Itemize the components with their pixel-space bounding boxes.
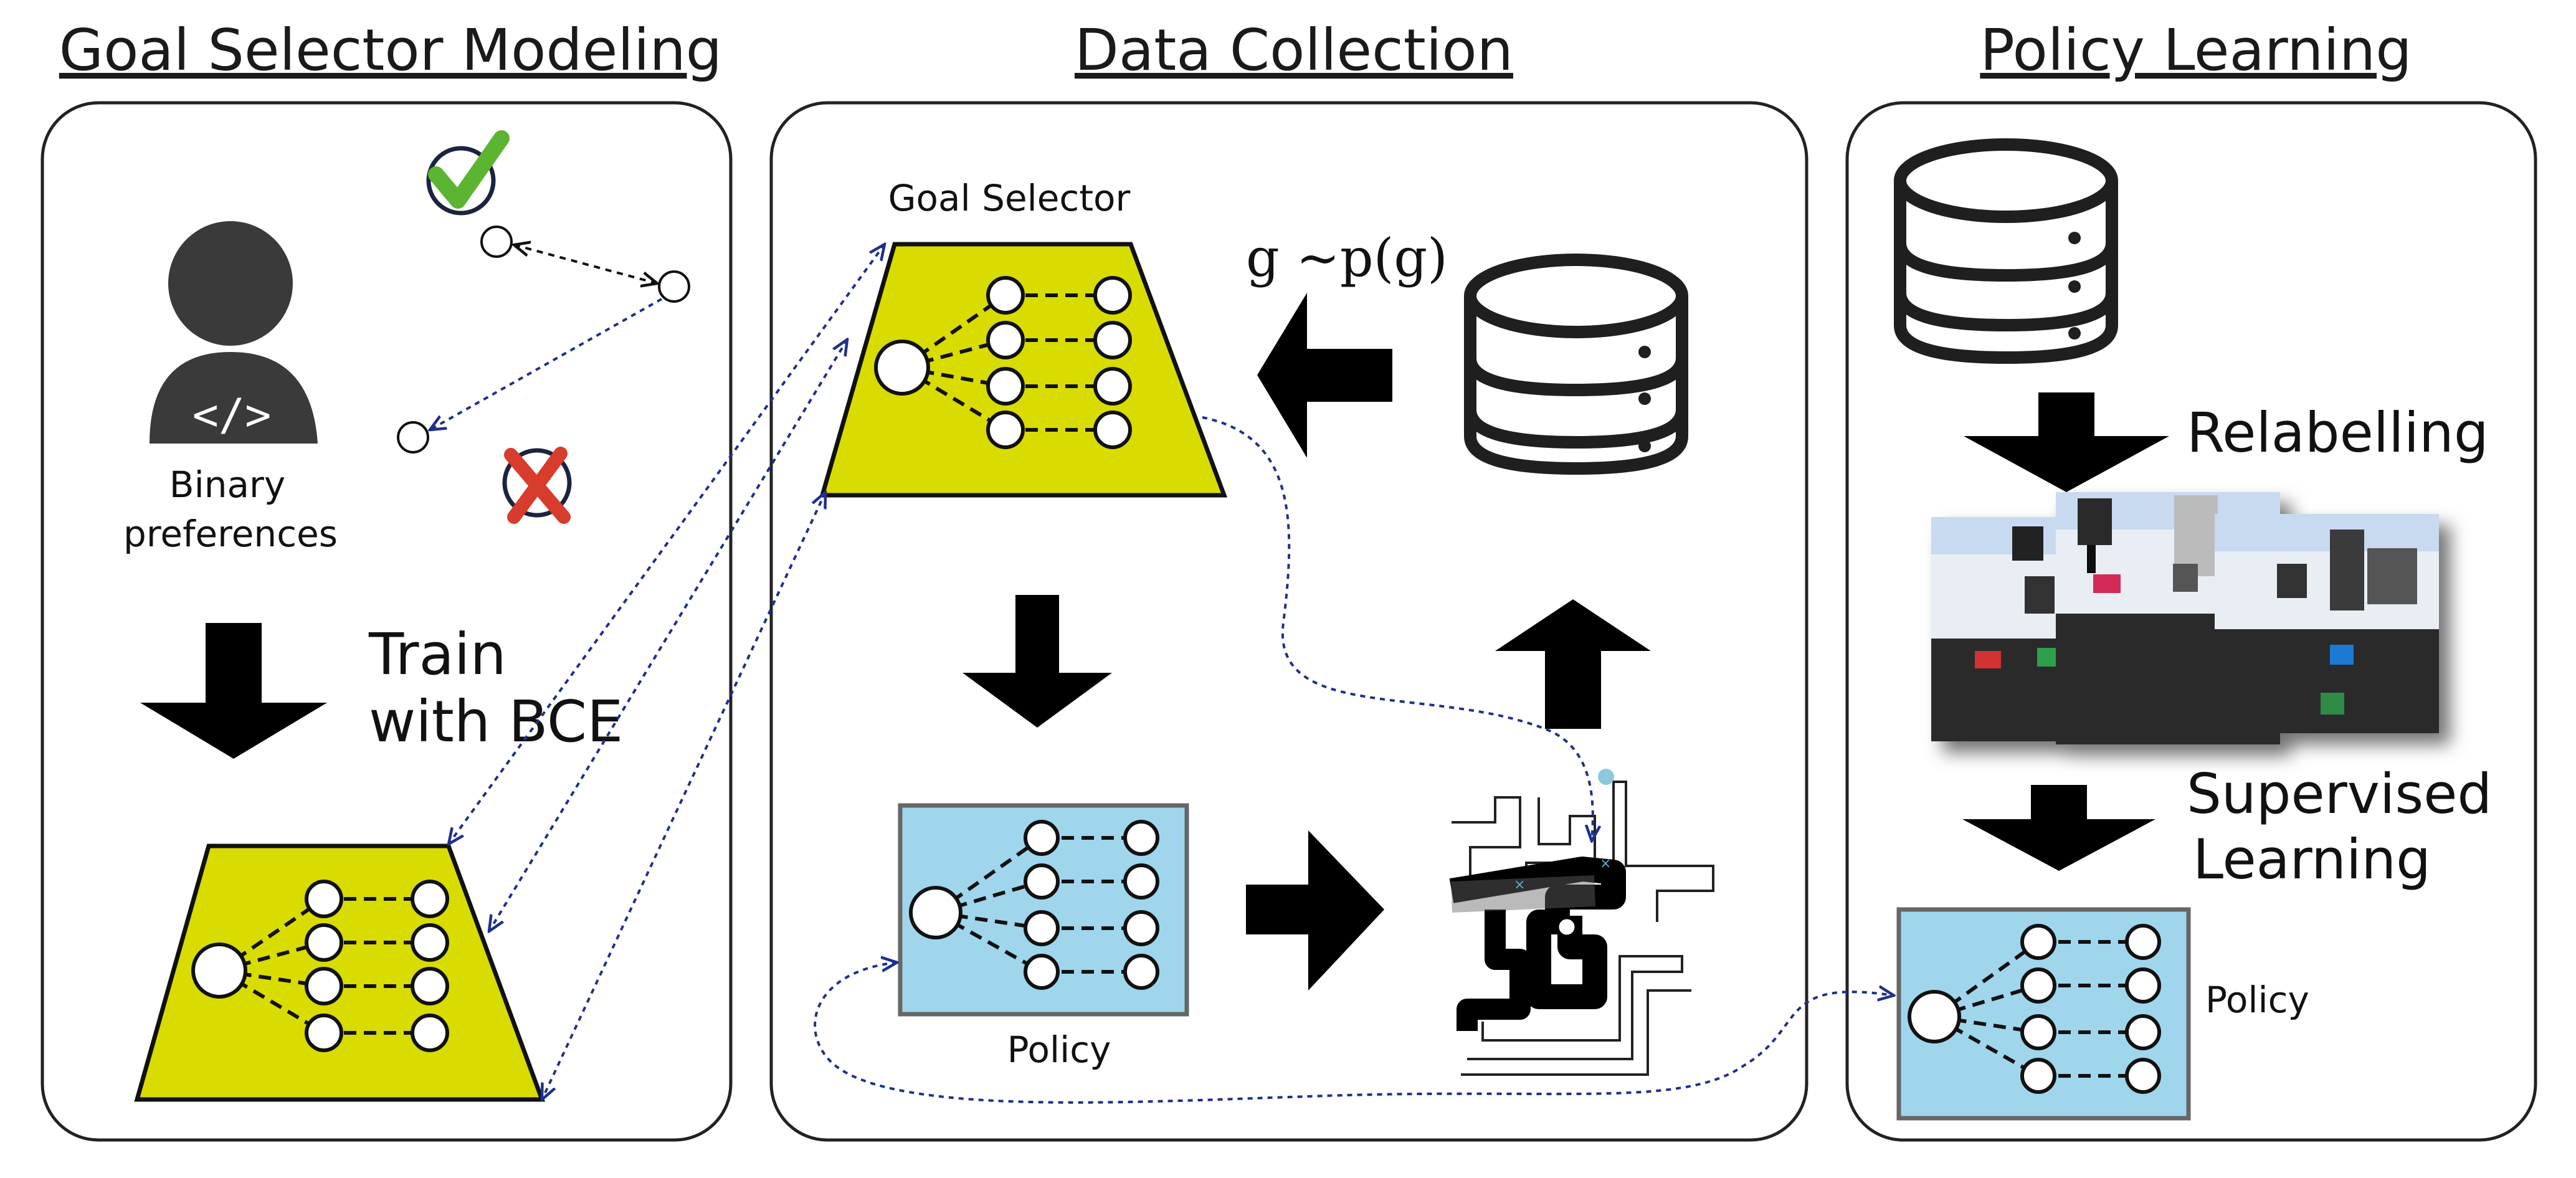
goal-selector-label: Goal Selector (888, 177, 1131, 219)
arrow-icon (140, 623, 327, 759)
arrow-icon (1495, 599, 1651, 729)
binary-preferences-label-2: preferences (123, 513, 338, 555)
section-title-goal-selector-modeling: Goal Selector Modeling (59, 17, 722, 83)
network-icon (874, 276, 1132, 449)
link-policy-to-policy (814, 962, 1894, 1104)
goal-selector-network-train (134, 843, 546, 1102)
arrow-icon (962, 595, 1112, 728)
arrow-icon (1257, 293, 1392, 458)
database-icon (1464, 254, 1688, 475)
svg-text:×: × (1600, 856, 1611, 872)
supervised-label-2: Learning (2193, 827, 2431, 891)
database-icon (1894, 138, 2118, 364)
network-icon (1908, 924, 2161, 1094)
svg-text:×: × (1514, 877, 1525, 893)
arrow-icon (1246, 830, 1384, 990)
link-selector-to-maze (1202, 416, 1593, 841)
policy-label-collect: Policy (1007, 1028, 1111, 1071)
sampling-formula: g ~p(g) (1246, 227, 1448, 288)
policy-network-learn (1896, 907, 2191, 1121)
binary-preferences-label-1: Binary (169, 463, 285, 506)
code-glyph: </> (192, 389, 271, 440)
train-label-1: Train (368, 621, 506, 688)
section-title-data-collection: Data Collection (1075, 17, 1513, 83)
robot-scene-icon (1931, 492, 2439, 744)
preference-node-1 (480, 226, 513, 258)
checkmark-icon (426, 130, 510, 216)
policy-network-collect (898, 803, 1189, 1017)
preference-link-negative (430, 298, 662, 430)
preference-node-2 (397, 421, 429, 454)
policy-label-learn: Policy (2205, 979, 2309, 1021)
preference-link-positive (514, 245, 657, 283)
goal-selector-network-collect (819, 242, 1228, 498)
link-selector-top (449, 244, 885, 844)
user-icon: </> (150, 221, 318, 444)
robot-scene-3 (2215, 514, 2439, 733)
maze-icon: × × (1442, 769, 1729, 1078)
train-label-2: with BCE (369, 688, 623, 755)
cross-icon (502, 447, 572, 524)
section-title-policy-learning: Policy Learning (1980, 17, 2412, 83)
preference-node-anchor (658, 270, 690, 303)
panel-policy-learning (1845, 101, 2537, 1142)
link-selector-mid (489, 340, 847, 931)
arrow-icon (1964, 392, 2169, 492)
link-selector-bottom (542, 492, 825, 1100)
supervised-label-1: Supervised (2187, 762, 2492, 826)
relabelling-label: Relabelling (2187, 401, 2489, 465)
arrow-icon (1962, 785, 2155, 871)
network-icon (191, 880, 449, 1052)
